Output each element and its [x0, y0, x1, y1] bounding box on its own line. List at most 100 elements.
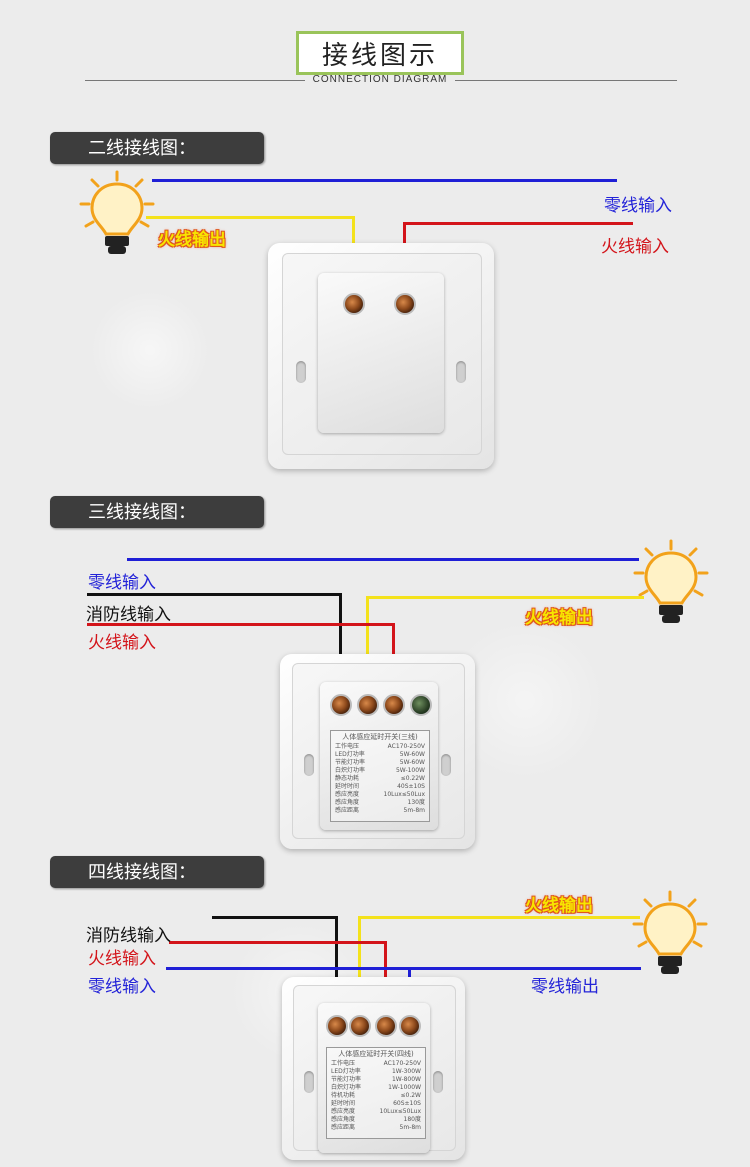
two-wire-tag: 二线接线图：	[50, 132, 264, 164]
spec-value: 10Lux≤50Lux	[379, 1108, 421, 1115]
spec-key: 节能灯功率	[335, 759, 366, 766]
spec-value: AC170-250V	[387, 743, 425, 750]
output-wire-drop	[366, 596, 369, 698]
neutral-wire	[152, 179, 617, 182]
spec-key: 静态功耗	[335, 775, 360, 782]
terminal	[357, 694, 379, 716]
spec-key: 待机功耗	[331, 1092, 356, 1099]
fire-in-label: 消防线输入	[86, 926, 171, 945]
spec-key: 白炽灯功率	[331, 1084, 362, 1091]
spec-row: 延时时间 60S±10S	[331, 1100, 421, 1108]
spec-row: 感应角度 180度	[331, 1116, 421, 1124]
spec-key: 工作电压	[335, 743, 360, 750]
terminal	[375, 1015, 397, 1037]
spec-key: 感应亮度	[335, 791, 360, 798]
neutral-in-label: 零线输入	[604, 196, 672, 215]
fire-wire	[87, 593, 341, 596]
spec-value: 1W-800W	[391, 1076, 421, 1083]
spec-row: 感应亮度 10Lux≤50Lux	[331, 1108, 421, 1116]
switch-plate	[268, 243, 494, 469]
neutral-wire	[166, 967, 641, 970]
terminal	[343, 293, 365, 315]
device-spec-title: 人体感应延时开关(三线)	[342, 733, 418, 741]
header-rule-left	[85, 80, 305, 81]
mount-slot	[296, 361, 306, 383]
neutral-in-label: 零线输入	[88, 977, 156, 996]
spec-value: AC170-250V	[383, 1060, 421, 1067]
lightbulb-icon	[633, 539, 709, 623]
spec-key: 延时时间	[331, 1100, 356, 1107]
spec-key: LED灯功率	[335, 751, 365, 758]
spec-key: 白炽灯功率	[335, 767, 366, 774]
device-spec-title: 人体感应延时开关(四线)	[338, 1050, 414, 1058]
terminal	[326, 1015, 348, 1037]
spec-row: 节能灯功率 1W-800W	[331, 1076, 421, 1084]
spec-value: 1W-300W	[391, 1068, 421, 1075]
mount-slot	[304, 1071, 314, 1093]
output-wire	[366, 596, 644, 599]
spec-key: LED灯功率	[331, 1068, 361, 1075]
live-out-label: 火线输出	[525, 608, 593, 627]
page-title: 接线图示	[296, 31, 464, 75]
neutral-in-label: 零线输入	[88, 573, 156, 592]
spec-key: 感应距离	[335, 807, 360, 814]
spec-row: 待机功耗≤0.2W	[331, 1092, 421, 1100]
spec-key: 感应角度	[331, 1116, 356, 1123]
mount-slot	[441, 754, 451, 776]
spec-row: LED灯功率 5W-60W	[335, 751, 425, 759]
mount-slot	[304, 754, 314, 776]
switch-module	[318, 273, 444, 433]
spec-value: 60S±10S	[393, 1100, 421, 1107]
live-wire	[403, 222, 633, 225]
live-in-label: 火线输入	[88, 949, 156, 968]
spec-key: 感应亮度	[331, 1108, 356, 1115]
device-spec-label: 人体感应延时开关(四线) 工作电压 AC170-250V LED灯功率 1W-300…	[326, 1047, 426, 1139]
spec-value: ≤0.22W	[400, 775, 425, 782]
live-wire	[87, 623, 394, 626]
spec-row: 静态功耗 ≤0.22W	[335, 775, 425, 783]
neutral-out-label: 零线输出	[531, 977, 599, 996]
switch-plate: 人体感应延时开关(四线) 工作电压 AC170-250V LED灯功率 1W-300…	[282, 977, 465, 1160]
sensor-led	[410, 694, 432, 716]
header-rule-right	[455, 80, 677, 81]
spec-row: 工作电压 AC170-250V	[331, 1060, 421, 1068]
lightbulb-icon	[79, 170, 155, 254]
spec-row: 白炽灯功率 1W-1000W	[331, 1084, 421, 1092]
terminal	[349, 1015, 371, 1037]
four-wire-tag: 四线接线图：	[50, 856, 264, 888]
spec-value: 130度	[407, 799, 425, 806]
output-wire	[358, 916, 640, 919]
spec-value: 40S±10S	[397, 783, 425, 790]
fire-wire	[212, 916, 337, 919]
spec-key: 工作电压	[331, 1060, 356, 1067]
spec-key: 延时时间	[335, 783, 360, 790]
switch-plate: 人体感应延时开关(三线) 工作电压 AC170-250V LED灯功率 5W-60W…	[280, 654, 475, 849]
spec-value: 180度	[403, 1116, 421, 1123]
three-wire-tag: 三线接线图：	[50, 496, 264, 528]
terminal	[394, 293, 416, 315]
neutral-wire	[127, 558, 639, 561]
device-spec-label: 人体感应延时开关(三线) 工作电压 AC170-250V LED灯功率 5W-60W…	[330, 730, 430, 822]
live-in-label: 火线输入	[88, 633, 156, 652]
spec-value: 5m-8m	[399, 1124, 422, 1131]
spec-row: 感应距离 5m-8m	[331, 1124, 421, 1132]
terminal	[383, 694, 405, 716]
page-subtitle: CONNECTION DIAGRAM	[312, 74, 448, 85]
spec-key: 感应距离	[331, 1124, 356, 1131]
terminal	[399, 1015, 421, 1037]
fire-in-label: 消防线输入	[86, 605, 171, 624]
live-wire	[169, 941, 386, 944]
spec-key: 节能灯功率	[331, 1076, 362, 1083]
spec-key: 感应角度	[335, 799, 360, 806]
terminal	[330, 694, 352, 716]
spec-row: LED灯功率 1W-300W	[331, 1068, 421, 1076]
mount-slot	[456, 361, 466, 383]
spec-value: 10Lux≤50Lux	[383, 791, 425, 798]
spec-value: 5W-60W	[399, 751, 425, 758]
mount-slot	[433, 1071, 443, 1093]
spec-row: 感应角度 130度	[335, 799, 425, 807]
spec-row: 工作电压 AC170-250V	[335, 743, 425, 751]
spec-row: 感应亮度 10Lux≤50Lux	[335, 791, 425, 799]
spec-value: 1W-1000W	[388, 1084, 421, 1091]
